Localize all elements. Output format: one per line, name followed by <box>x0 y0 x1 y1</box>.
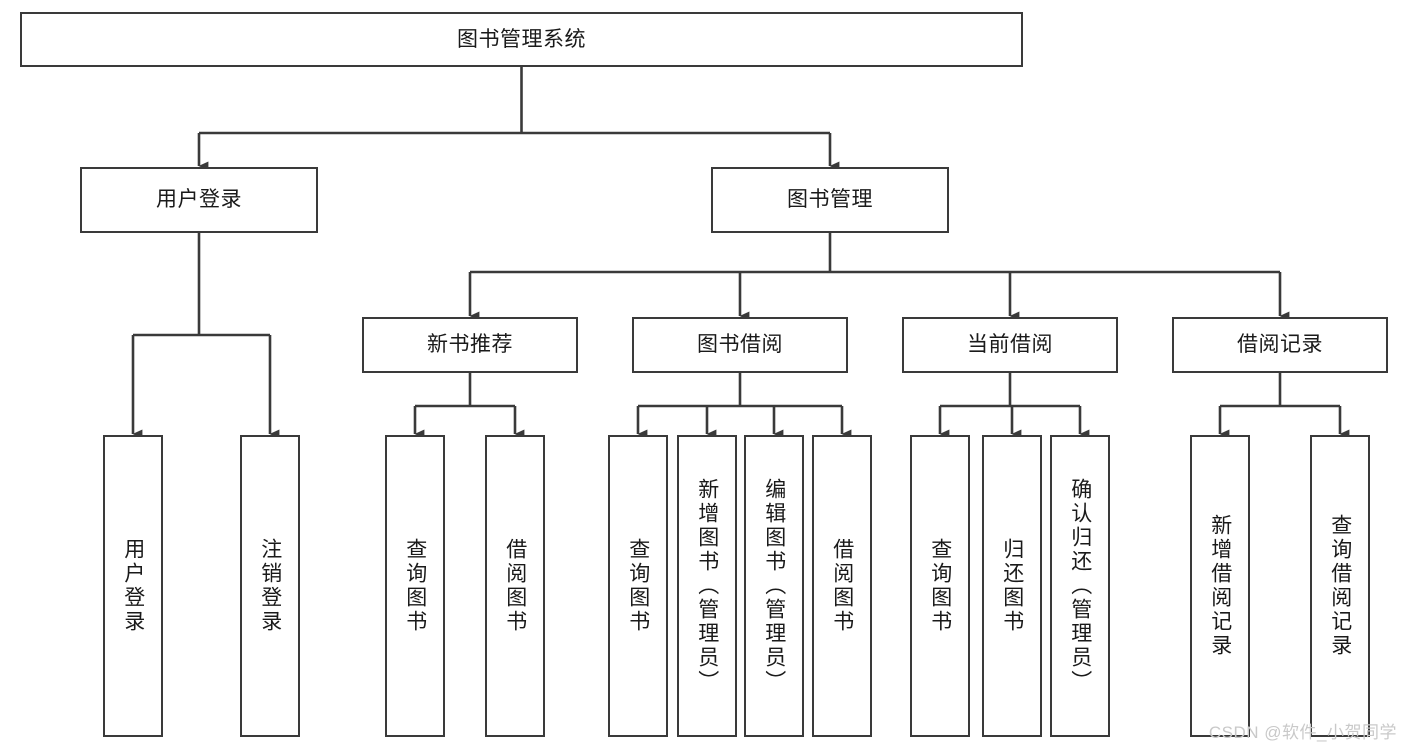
node-label: 图书管理 <box>787 188 873 212</box>
node-leaf-11[interactable]: 确认归还（管理员） <box>1050 435 1110 737</box>
node-leaf-9[interactable]: 查询图书 <box>910 435 970 737</box>
node-label: 当前借阅 <box>967 333 1053 357</box>
node-label: 新书推荐 <box>427 333 513 357</box>
node-leaf-12[interactable]: 新增借阅记录 <box>1190 435 1250 737</box>
connector-lines <box>131 67 1350 439</box>
node-label: 归还图书 <box>1000 538 1024 634</box>
node-leaf-3[interactable]: 查询图书 <box>385 435 445 737</box>
node-label: 借阅图书 <box>830 538 854 634</box>
node-label: 借阅图书 <box>503 538 527 634</box>
node-leaf-1[interactable]: 用户登录 <box>103 435 163 737</box>
node-label: 新增图书（管理员） <box>695 478 719 694</box>
node-leaf-5[interactable]: 查询图书 <box>608 435 668 737</box>
node-leaf-13[interactable]: 查询借阅记录 <box>1310 435 1370 737</box>
node-newbook[interactable]: 新书推荐 <box>362 317 578 373</box>
node-records[interactable]: 借阅记录 <box>1172 317 1388 373</box>
node-bookmgmt[interactable]: 图书管理 <box>711 167 949 233</box>
node-label: 借阅记录 <box>1237 333 1323 357</box>
node-label: 查询图书 <box>928 538 952 634</box>
node-label: 查询图书 <box>403 538 427 634</box>
node-label: 图书管理系统 <box>457 27 586 51</box>
node-leaf-2[interactable]: 注销登录 <box>240 435 300 737</box>
node-label: 用户登录 <box>121 538 145 634</box>
node-label: 查询图书 <box>626 538 650 634</box>
node-leaf-7[interactable]: 编辑图书（管理员） <box>744 435 804 737</box>
node-current[interactable]: 当前借阅 <box>902 317 1118 373</box>
node-login[interactable]: 用户登录 <box>80 167 318 233</box>
node-label: 用户登录 <box>156 188 242 212</box>
node-borrow[interactable]: 图书借阅 <box>632 317 848 373</box>
node-leaf-4[interactable]: 借阅图书 <box>485 435 545 737</box>
node-label: 查询借阅记录 <box>1328 514 1352 658</box>
node-root[interactable]: 图书管理系统 <box>20 12 1023 67</box>
node-leaf-10[interactable]: 归还图书 <box>982 435 1042 737</box>
node-label: 图书借阅 <box>697 333 783 357</box>
node-label: 新增借阅记录 <box>1208 514 1232 658</box>
node-leaf-8[interactable]: 借阅图书 <box>812 435 872 737</box>
node-label: 注销登录 <box>258 538 282 634</box>
node-label: 确认归还（管理员） <box>1068 478 1092 694</box>
node-label: 编辑图书（管理员） <box>762 478 786 694</box>
csdn-watermark: CSDN @软件_小贺同学 <box>1208 723 1397 742</box>
node-leaf-6[interactable]: 新增图书（管理员） <box>677 435 737 737</box>
